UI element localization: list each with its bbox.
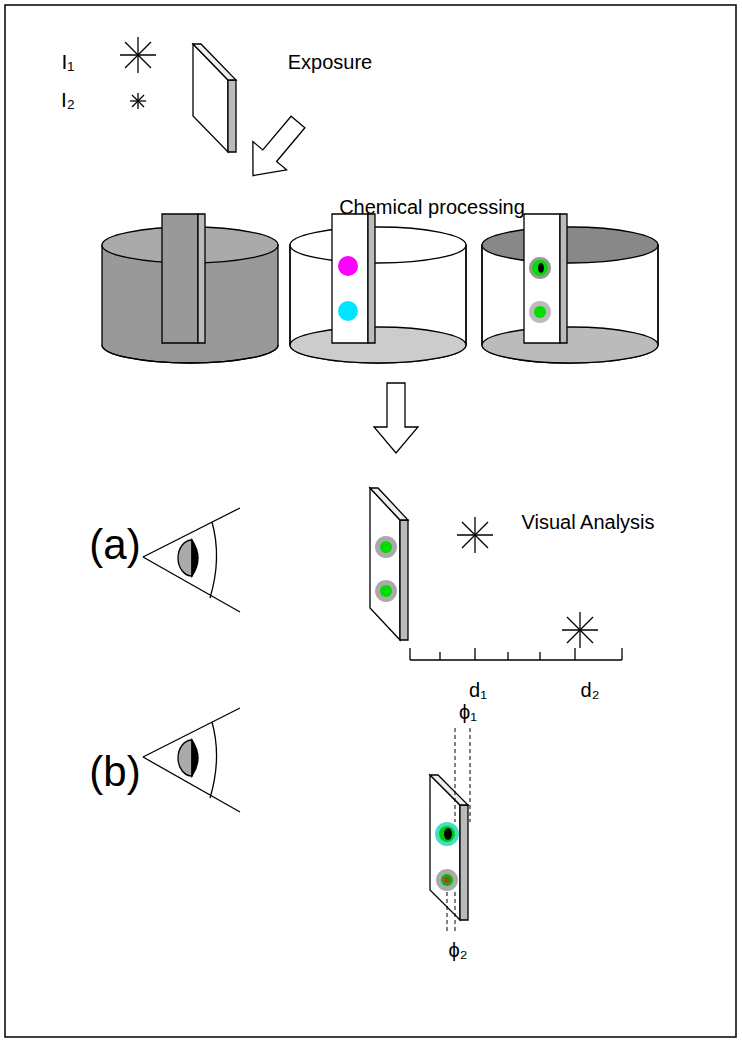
angle-label: ϕ₂ <box>449 939 468 961</box>
distance-scale <box>410 648 622 660</box>
plate <box>430 775 468 920</box>
distance-label: d₂ <box>581 679 600 701</box>
angle-guide <box>447 728 470 932</box>
processing-tank <box>290 214 466 363</box>
light-source <box>120 37 156 73</box>
step-label: Chemical processing <box>339 196 525 218</box>
angle-label: ϕ₁ <box>459 701 477 723</box>
panel-label: (a) <box>89 522 140 568</box>
process-arrow <box>374 383 418 453</box>
distance-label: d₁ <box>469 679 487 701</box>
processing-tank <box>482 214 658 363</box>
plate <box>370 488 408 640</box>
light-source <box>457 517 493 553</box>
processing-tank <box>102 214 278 363</box>
light-label: I₁ <box>62 50 75 73</box>
light-label: I₂ <box>61 88 75 111</box>
eye <box>143 508 240 612</box>
step-label: Exposure <box>288 51 373 73</box>
eye <box>143 708 240 812</box>
plate <box>193 44 236 152</box>
light-source <box>562 612 598 648</box>
frame <box>5 5 736 1037</box>
light-source <box>130 93 146 109</box>
step-label: Visual Analysis <box>521 511 654 533</box>
process-arrow <box>236 108 315 190</box>
panel-label: (b) <box>89 749 140 795</box>
